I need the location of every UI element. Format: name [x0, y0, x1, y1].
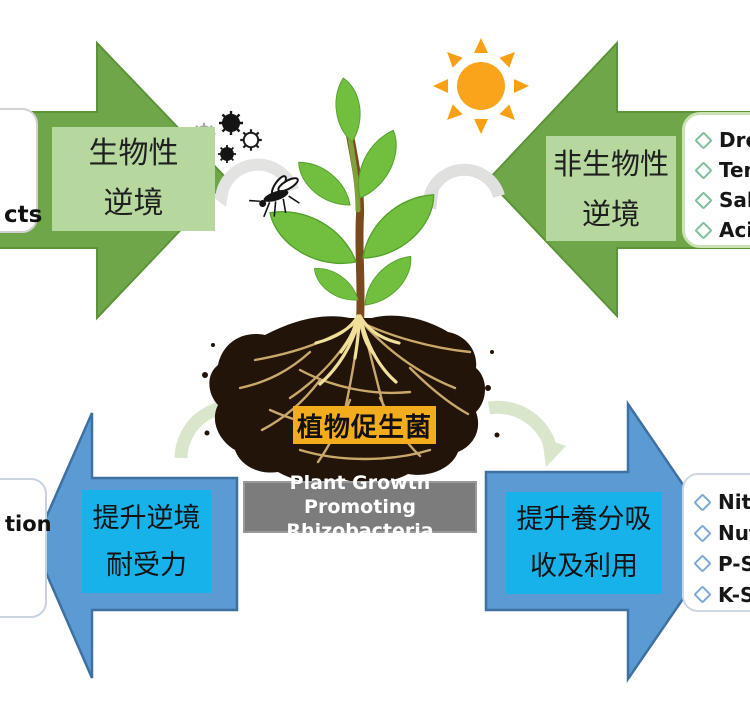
abiotic-factor-1: Drou	[719, 128, 750, 152]
stress-tolerance-label: 提升逆境 耐受力	[82, 490, 211, 593]
list-item: Tem	[694, 155, 750, 185]
root-ball-soil	[202, 314, 500, 493]
abiotic-factors-list: Drou Tem Salin Acid	[682, 112, 750, 248]
abiotic-factor-3: Salin	[719, 188, 750, 212]
list-item: Acid	[694, 215, 750, 245]
nutrient-benefit-3: P-So	[718, 551, 750, 576]
abiotic-stress-label: 非生物性 逆境	[546, 136, 676, 241]
nutrient-uptake-line2: 收及利用	[530, 551, 638, 582]
list-item: Salin	[694, 185, 750, 215]
list-item: Nutr	[693, 518, 750, 549]
nutrient-uptake-line1: 提升養分吸	[516, 504, 652, 535]
sun-icon	[433, 38, 529, 134]
nutrient-benefit-1: Nitro	[718, 490, 750, 515]
diamond-bullet-icon	[694, 130, 713, 150]
list-item: Drou	[694, 125, 750, 155]
list-item: K-So	[693, 579, 750, 610]
insect-pest-icon	[249, 175, 300, 218]
seedling-plant	[263, 76, 448, 326]
diamond-bullet-icon	[694, 160, 713, 180]
stress-tolerance-line2: 耐受力	[106, 549, 187, 581]
left-bottom-callout: tion	[0, 478, 52, 618]
nutrient-uptake-label: 提升養分吸 收及利用	[506, 492, 662, 594]
diamond-bullet-icon	[693, 493, 712, 512]
pgpr-label-en: Plant Growth Promoting Rhizobacteria	[243, 472, 477, 542]
nutrient-benefit-4: K-So	[718, 582, 750, 607]
left-top-callout: cts	[0, 108, 42, 233]
nutrient-benefit-2: Nutr	[718, 521, 750, 546]
pgpr-en-line1: Plant Growth Promoting	[289, 472, 431, 518]
diamond-bullet-icon	[693, 585, 712, 604]
nutrient-benefits-list: Nitro Nutr P-So K-So	[682, 473, 750, 612]
biotic-stress-label: 生物性 逆境	[52, 127, 215, 231]
pgpr-zh-text: 植物促生菌	[296, 412, 432, 443]
list-item: Nitro	[693, 487, 750, 518]
abiotic-stress-line1: 非生物性	[552, 146, 669, 181]
abiotic-factor-2: Tem	[719, 158, 750, 182]
soil-arc-right	[487, 400, 566, 467]
left-bottom-callout-text: tion	[5, 512, 52, 536]
left-top-callout-text: cts	[4, 202, 43, 228]
diamond-bullet-icon	[694, 190, 713, 210]
pgpr-label-zh: 植物促生菌	[293, 406, 436, 444]
biotic-stress-line1: 生物性	[88, 136, 179, 171]
diamond-bullet-icon	[693, 554, 712, 574]
biotic-stress-line2: 逆境	[103, 186, 164, 221]
pgpr-en-line2: Rhizobacteria	[286, 520, 434, 542]
diamond-bullet-icon	[694, 220, 713, 240]
abiotic-factor-4: Acid	[719, 218, 750, 242]
abiotic-stress-line2: 逆境	[581, 196, 640, 231]
diamond-bullet-icon	[693, 523, 712, 543]
list-item: P-So	[693, 549, 750, 580]
stress-tolerance-line1: 提升逆境	[92, 502, 201, 534]
